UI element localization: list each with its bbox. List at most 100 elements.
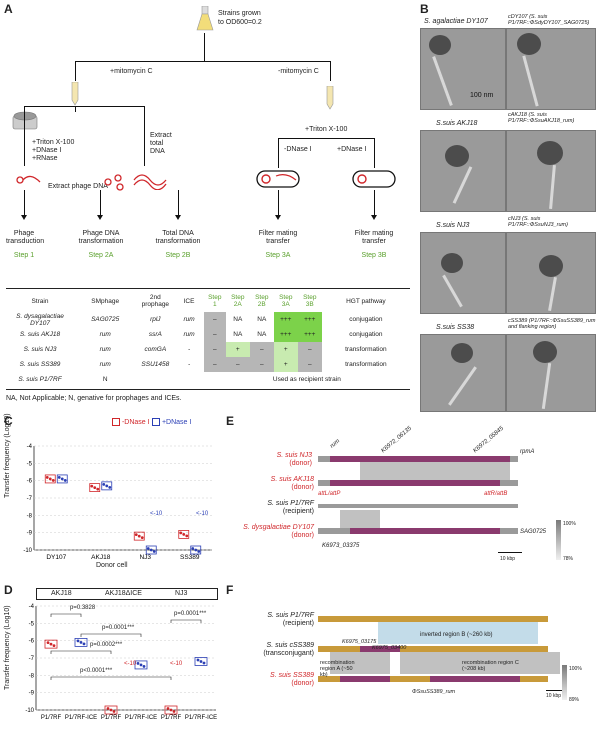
e-gene-2: K6972_05845 bbox=[472, 425, 505, 455]
e-gene-7: SAG0725 bbox=[520, 529, 547, 535]
f-track-p17rf bbox=[318, 616, 548, 622]
mitomycin-plus: +mitomycin C bbox=[110, 68, 153, 75]
x-tick-label: P1/7RF bbox=[41, 715, 62, 721]
box-mark bbox=[145, 545, 157, 555]
data-point bbox=[96, 487, 100, 491]
box-mark bbox=[74, 638, 88, 647]
data-point bbox=[51, 479, 55, 482]
data-point bbox=[137, 534, 141, 538]
table-row: S. suis P1/7RF N Used as recipient strai… bbox=[18, 376, 341, 383]
box-mark bbox=[178, 530, 190, 539]
extract-total-3: DNA bbox=[150, 148, 165, 155]
f-region-b: inverted region B (~260 kb) bbox=[420, 632, 493, 638]
e-scale: 10 kbp bbox=[500, 556, 516, 562]
data-point bbox=[185, 534, 189, 538]
box-mark bbox=[44, 639, 58, 649]
panel-label-c: C bbox=[4, 414, 13, 428]
f-region-a: recombination region A (~50 kb) bbox=[320, 660, 355, 678]
data-point bbox=[152, 550, 156, 553]
data-point bbox=[90, 484, 94, 488]
f-region-c: recombination region C (~208 kb) bbox=[462, 660, 519, 672]
e-identity-bar bbox=[556, 520, 561, 560]
em-left-label-2: S.suis AKJ18 bbox=[436, 120, 478, 127]
e-gene-1: K6972_06135 bbox=[380, 425, 413, 455]
f-strain-3: S. suis SS389(donor) bbox=[270, 672, 314, 687]
d-group-3: NJ3 bbox=[175, 590, 188, 597]
triton-left-2: +DNase I bbox=[32, 147, 62, 154]
e-identity-max: 100% bbox=[563, 521, 576, 527]
data-point bbox=[79, 641, 83, 644]
data-point bbox=[134, 533, 138, 537]
data-point bbox=[109, 708, 113, 712]
dnase-minus: -DNase I bbox=[284, 146, 312, 153]
e-strain-2: S. suis AKJ18(donor) bbox=[270, 476, 314, 491]
data-point bbox=[46, 641, 50, 645]
data-point bbox=[182, 533, 186, 536]
data-point bbox=[149, 548, 153, 552]
c-xlabel: Donor cell bbox=[96, 562, 128, 569]
y-tick-label: -7 bbox=[29, 656, 35, 662]
y-tick-label: -9 bbox=[29, 691, 35, 697]
x-tick-label: AKJ18 bbox=[91, 554, 111, 561]
phage-dna-icon bbox=[16, 175, 41, 184]
data-point bbox=[136, 662, 140, 665]
em-right-label-2: cAKJ18 (S. suis P1/7RF::ΦSsuAKJ18_rum) bbox=[508, 112, 575, 124]
y-tick-label: -7 bbox=[27, 496, 33, 502]
significance-bracket bbox=[80, 633, 142, 637]
y-tick-label: -5 bbox=[27, 461, 33, 467]
box-mark bbox=[89, 483, 101, 492]
em-right-label-4: cSS389 (P1/7RF::ΦSsuSS389_rum and flanki… bbox=[508, 318, 596, 330]
em-image bbox=[506, 232, 596, 314]
e-strain-4: S. dysgalactiae DY107(donor) bbox=[243, 524, 314, 539]
table-footnote: NA, Not Applicable; N, genative for prop… bbox=[6, 395, 182, 402]
data-point bbox=[60, 477, 64, 481]
x-tick-label: P1/7RF-ICE bbox=[125, 715, 157, 721]
x-tick-label: DY107 bbox=[46, 554, 66, 561]
y-tick-label: -8 bbox=[27, 513, 33, 519]
d-group-2: AKJ18ΔICE bbox=[105, 590, 142, 597]
filter-cell-icon bbox=[256, 170, 300, 188]
data-point bbox=[49, 642, 53, 646]
dnase-plus: +DNase I bbox=[337, 146, 367, 153]
data-point bbox=[179, 531, 183, 535]
f-track-css389 bbox=[318, 646, 548, 652]
significance-bracket bbox=[50, 676, 172, 680]
flask-icon bbox=[196, 6, 214, 31]
step-2b-label: Step 2B bbox=[165, 252, 191, 259]
data-point bbox=[146, 547, 150, 550]
panel-label-b: B bbox=[420, 2, 429, 16]
mitomycin-minus: -mitomycin C bbox=[278, 68, 319, 75]
data-point bbox=[196, 658, 200, 662]
c-annot-2: <-10 bbox=[196, 511, 209, 517]
step-2a-label: Step 2A bbox=[88, 252, 114, 259]
em-right-label-3: cNJ3 (S. suis P1/7RF::ΦSsuNJ3_rum) bbox=[508, 216, 568, 228]
extract-total-2: total bbox=[150, 140, 164, 147]
em-image bbox=[420, 130, 506, 212]
data-point bbox=[45, 476, 49, 479]
data-point bbox=[76, 639, 80, 643]
y-tick-label: -6 bbox=[27, 479, 33, 485]
step-3a-label: Step 3A bbox=[265, 252, 291, 259]
d-annot-1: <-10 bbox=[124, 661, 137, 667]
e-gene-8: K6973_03375 bbox=[322, 543, 360, 549]
table-row: S. dysagalactiae DY107 SAG0725 rplJ rum … bbox=[16, 312, 383, 327]
centrifuge-icon bbox=[12, 111, 38, 130]
box-mark bbox=[194, 657, 208, 666]
table-row: S. suis NJ3 rum comGA - – + – + – transf… bbox=[6, 342, 410, 357]
y-tick-label: -8 bbox=[29, 673, 35, 679]
d-pvalue-1: p=0.3828 bbox=[70, 605, 96, 611]
e-gene-4: rpmA bbox=[520, 449, 535, 455]
extract-total-1: Extract bbox=[150, 132, 172, 139]
em-image bbox=[420, 232, 506, 314]
y-tick-label: -4 bbox=[29, 604, 35, 610]
data-point bbox=[112, 710, 116, 713]
extract-phage-text: Extract phage DNA bbox=[48, 183, 108, 190]
d-pvalue-5: p<0.0001*** bbox=[80, 668, 113, 674]
legend-swatch-icon bbox=[152, 418, 160, 426]
em-image bbox=[506, 28, 596, 110]
legend-swatch-icon bbox=[112, 418, 120, 426]
em-left-label-4: S.suis SS38 bbox=[436, 324, 475, 331]
triton-left-1: +Triton X-100 bbox=[32, 139, 75, 146]
